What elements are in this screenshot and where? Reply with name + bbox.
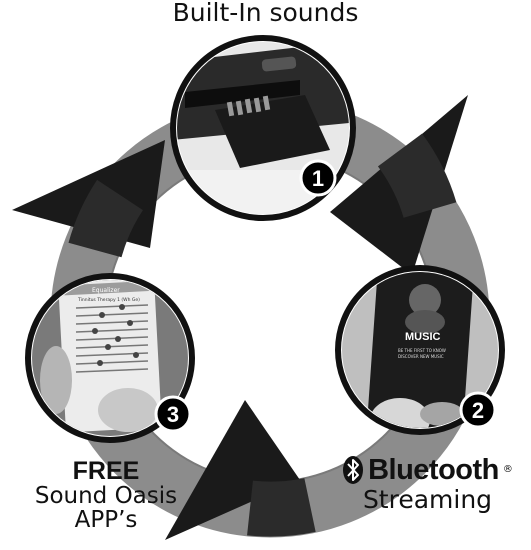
arrow-tail-bottom <box>247 477 316 537</box>
badge-2: 2 <box>459 391 497 429</box>
free-label: FREE <box>72 457 140 485</box>
badge-3: 3 <box>154 395 192 433</box>
svg-text:2: 2 <box>472 398 484 423</box>
streaming-label: Streaming <box>362 485 493 515</box>
sd-card-photo <box>170 35 356 221</box>
arrow-tail-left <box>68 179 144 258</box>
app-header: Equalizer <box>92 287 120 294</box>
svg-text:1: 1 <box>312 166 324 191</box>
bluetooth-streaming-label: Bluetooth® Streaming <box>340 455 515 514</box>
badge-1: 1 <box>299 159 337 197</box>
bluetooth-icon <box>343 456 364 485</box>
free-app-label: FREE Sound Oasis APP’s <box>6 458 206 533</box>
music-line2: DISCOVER NEW MUSIC <box>398 354 444 359</box>
bluetooth-word: Bluetooth <box>368 454 499 486</box>
sound-oasis-label: Sound Oasis <box>34 483 178 510</box>
svg-text:3: 3 <box>167 402 179 427</box>
arrow-head-bottom <box>165 400 300 540</box>
bluetooth-logo: Bluetooth® <box>340 455 515 485</box>
registered-mark: ® <box>502 463 513 475</box>
apps-label: APP’s <box>74 507 138 534</box>
music-title: MUSIC <box>405 331 441 343</box>
sd-card-slot-icon <box>215 95 330 168</box>
arrow-tail-right <box>377 133 457 219</box>
music-line1: BE THE FIRST TO KNOW <box>398 348 446 353</box>
built-in-sounds-label: Built-In sounds <box>172 0 359 27</box>
app-title: Tinnitus Therapy 1 (Wh Ge) <box>77 297 140 303</box>
